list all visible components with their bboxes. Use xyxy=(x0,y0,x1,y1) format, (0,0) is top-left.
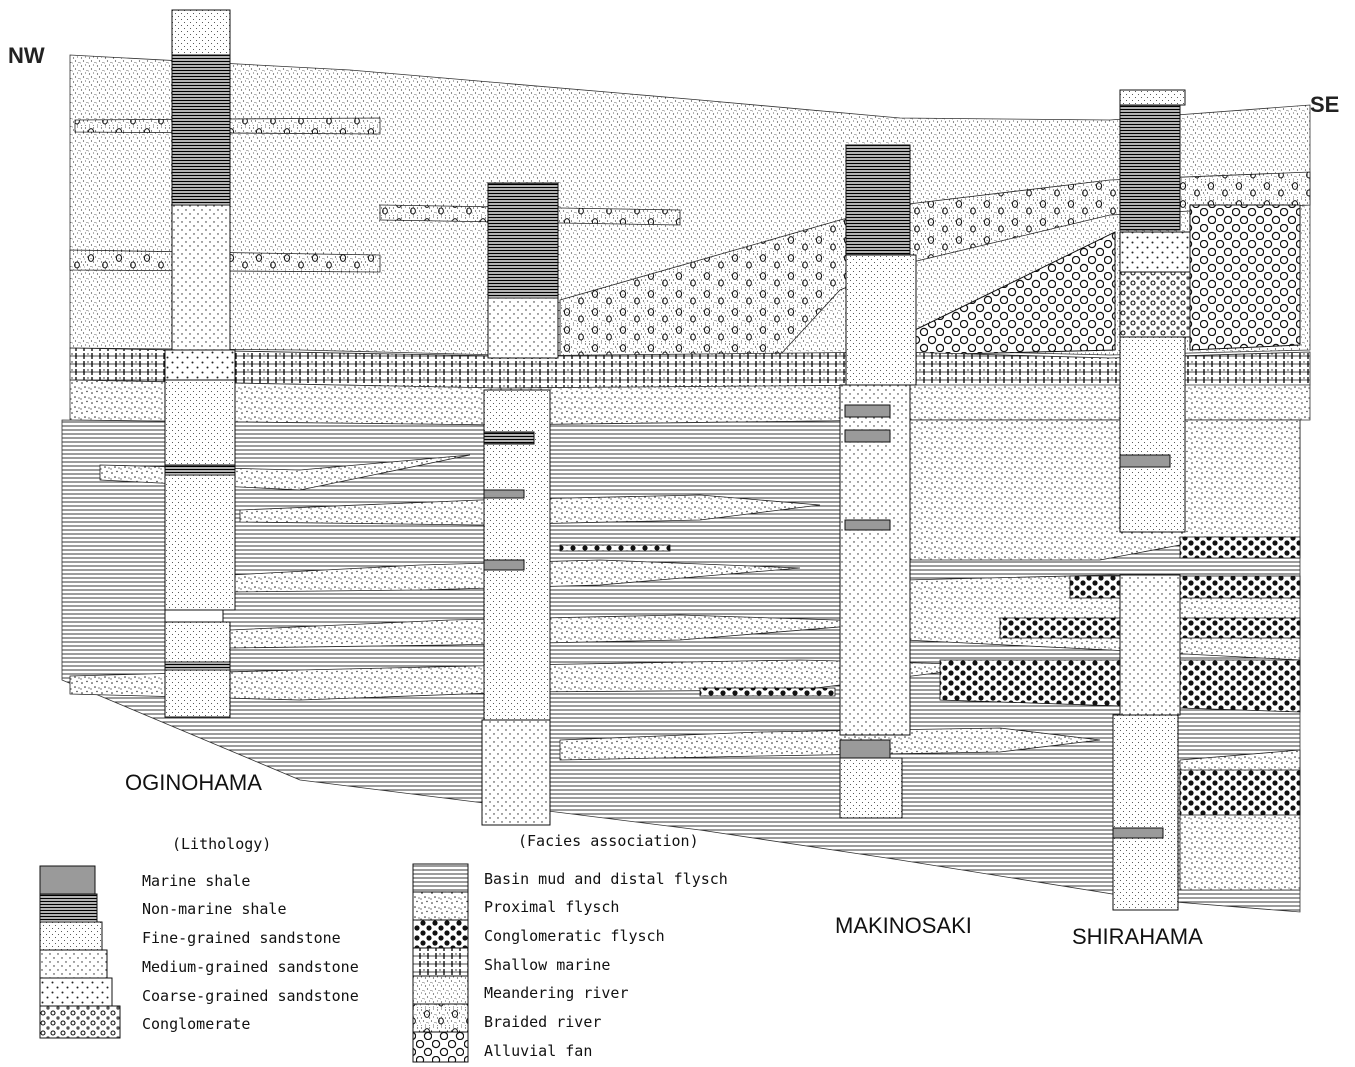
locality-label-shirahama: SHIRAHAMA xyxy=(1072,924,1203,949)
legend-label-fine-sandstone: Fine-grained sandstone xyxy=(142,929,341,947)
legend-swatch-meandering-river xyxy=(413,976,468,1004)
legend-label-non-marine-shale: Non-marine shale xyxy=(142,900,287,918)
legend-label-shallow-marine: Shallow marine xyxy=(484,956,610,974)
column-shirahama xyxy=(1113,90,1190,910)
facies-legend-title: (Facies association) xyxy=(518,832,699,850)
legend-swatch-marine-shale xyxy=(40,866,95,894)
facies-conglomeratic-band-1 xyxy=(1180,537,1300,558)
lithology-legend: (Lithology) Marine shale Non-marine shal… xyxy=(40,835,359,1038)
legend-label-meandering-river: Meandering river xyxy=(484,984,629,1002)
facies-conglomeratic-band-7 xyxy=(560,545,670,551)
legend-swatch-alluvial-fan xyxy=(413,1032,468,1062)
legend-label-conglomeratic-flysch: Conglomeratic flysch xyxy=(484,927,665,945)
column-central xyxy=(482,183,558,825)
legend-swatch-non-marine-shale xyxy=(40,894,97,922)
legend-swatch-conglomerate xyxy=(40,1006,120,1038)
legend-swatch-braided-river xyxy=(413,1004,468,1032)
legend-label-proximal-flysch: Proximal flysch xyxy=(484,898,619,916)
locality-label-makinosaki: MAKINOSAKI xyxy=(835,913,972,938)
legend-swatch-basin-mud xyxy=(413,864,468,892)
legend-label-basin-mud: Basin mud and distal flysch xyxy=(484,870,728,888)
se-label: SE xyxy=(1310,92,1339,117)
legend-swatch-shallow-marine xyxy=(413,948,468,976)
nw-label: NW xyxy=(8,43,45,68)
column-makinosaki xyxy=(840,145,916,818)
legend-label-alluvial-fan: Alluvial fan xyxy=(484,1042,592,1060)
locality-label-oginohama: OGINOHAMA xyxy=(125,770,262,795)
facies-conglomeratic-band-5 xyxy=(700,688,835,696)
facies-legend: (Facies association) Basin mud and dista… xyxy=(413,832,728,1062)
facies-alluvial-fan-east xyxy=(1190,205,1300,350)
legend-label-conglomerate: Conglomerate xyxy=(142,1015,250,1033)
legend-label-medium-sandstone: Medium-grained sandstone xyxy=(142,958,359,976)
lithology-legend-title: (Lithology) xyxy=(172,835,271,853)
legend-swatch-conglomeratic-flysch xyxy=(413,920,468,948)
legend-swatch-fine-sandstone xyxy=(40,922,102,950)
facies-conglomeratic-band-2 xyxy=(1070,576,1300,598)
facies-conglomeratic-band-6 xyxy=(1180,770,1300,815)
legend-label-coarse-sandstone: Coarse-grained sandstone xyxy=(142,987,359,1005)
legend-swatch-proximal-flysch xyxy=(413,892,468,920)
legend-swatch-coarse-sandstone xyxy=(40,978,112,1006)
legend-label-marine-shale: Marine shale xyxy=(142,872,250,890)
legend-label-braided-river: Braided river xyxy=(484,1013,601,1031)
legend-swatch-medium-sandstone xyxy=(40,950,107,978)
